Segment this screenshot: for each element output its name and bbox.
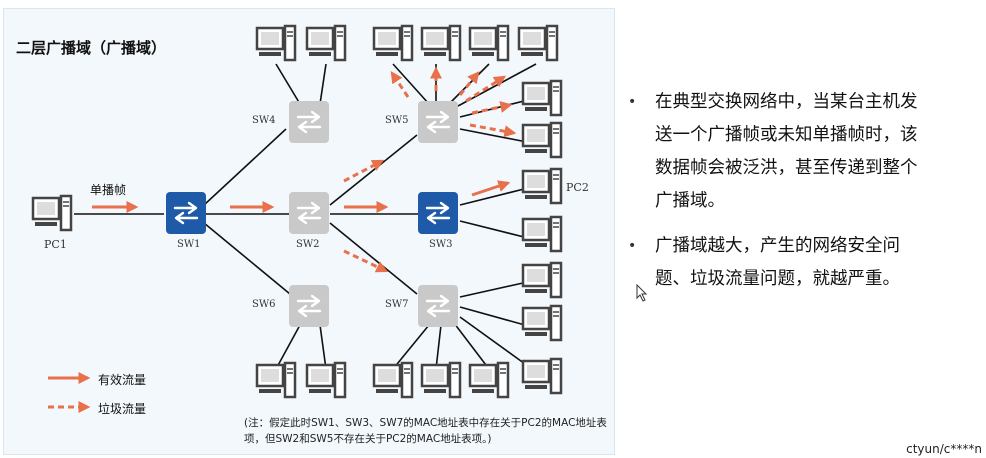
bullet-text: 在典型交换网络中，当某台主机发送一个广播帧或未知单播帧时，该数据帧会被泛洪，甚至… xyxy=(655,92,918,211)
switch-sw3 xyxy=(418,192,458,234)
label-sw1: SW1 xyxy=(177,239,201,250)
label-sw3: SW3 xyxy=(429,239,453,250)
computer-icon xyxy=(468,361,510,399)
diagram-panel: 二层广播域（广播域） SW1 SW2 SW3 SW4 SW5 SW6 SW7 P… xyxy=(3,8,615,455)
computer-icon xyxy=(255,24,297,62)
bullet-text: 广播域越大，产生的网络安全问题、垃圾流量问题，就越严重。 xyxy=(655,236,900,289)
unicast-frame-label: 单播帧 xyxy=(90,183,127,197)
mouse-cursor-icon xyxy=(636,284,648,302)
label-pc2: PC2 xyxy=(566,181,589,194)
bullet-dot-icon: • xyxy=(628,238,637,254)
computer-icon xyxy=(305,24,347,62)
computer-icon xyxy=(372,24,414,62)
diagram-title: 二层广播域（广播域） xyxy=(16,39,167,57)
computer-icon xyxy=(305,361,347,399)
valid-traffic-arrows xyxy=(92,180,511,213)
computer-icon xyxy=(517,24,559,62)
computer-icon xyxy=(255,361,297,399)
computer-icon xyxy=(420,24,462,62)
computer-icon xyxy=(521,357,563,395)
label-sw4: SW4 xyxy=(252,115,276,126)
label-pc1: PC1 xyxy=(44,238,67,251)
bullet-dot-icon: • xyxy=(628,94,637,110)
computer-icon xyxy=(372,361,414,399)
label-sw5: SW5 xyxy=(385,115,409,126)
legend-valid-label: 有效流量 xyxy=(98,373,147,387)
label-sw7: SW7 xyxy=(385,299,409,310)
bullet-item: • 广播域越大，产生的网络安全问题、垃圾流量问题，就越严重。 xyxy=(628,230,928,296)
switch-sw2 xyxy=(289,192,329,234)
computer-icon xyxy=(420,361,462,399)
computer-icon xyxy=(521,304,563,342)
pc1-computer-icon xyxy=(31,194,73,232)
network-diagram xyxy=(31,24,563,413)
bullet-item: • 在典型交换网络中，当某台主机发送一个广播帧或未知单播帧时，该数据帧会被泛洪，… xyxy=(628,86,928,218)
label-sw2: SW2 xyxy=(296,239,320,250)
footnote: (注：假定此时SW1、SW3、SW7的MAC地址表中存在关于PC2的MAC地址表… xyxy=(244,417,607,445)
legend-garbage-label: 垃圾流量 xyxy=(98,402,147,416)
switch-sw5 xyxy=(418,101,458,143)
label-sw6: SW6 xyxy=(252,299,276,310)
switch-sw7 xyxy=(418,285,458,327)
computer-icon xyxy=(521,79,563,117)
computer-icon xyxy=(521,121,563,159)
computer-icon xyxy=(521,215,563,253)
computer-icon xyxy=(521,261,563,299)
switch-sw4 xyxy=(289,101,329,143)
garbage-traffic-arrows xyxy=(343,66,517,273)
watermark: ctyun/c****n xyxy=(906,442,982,456)
computer-icon xyxy=(468,24,510,62)
switch-sw6 xyxy=(289,285,329,327)
switch-sw1 xyxy=(166,192,206,234)
pc2-computer-icon xyxy=(521,167,563,205)
bullet-list: • 在典型交换网络中，当某台主机发送一个广播帧或未知单播帧时，该数据帧会被泛洪，… xyxy=(628,86,928,308)
